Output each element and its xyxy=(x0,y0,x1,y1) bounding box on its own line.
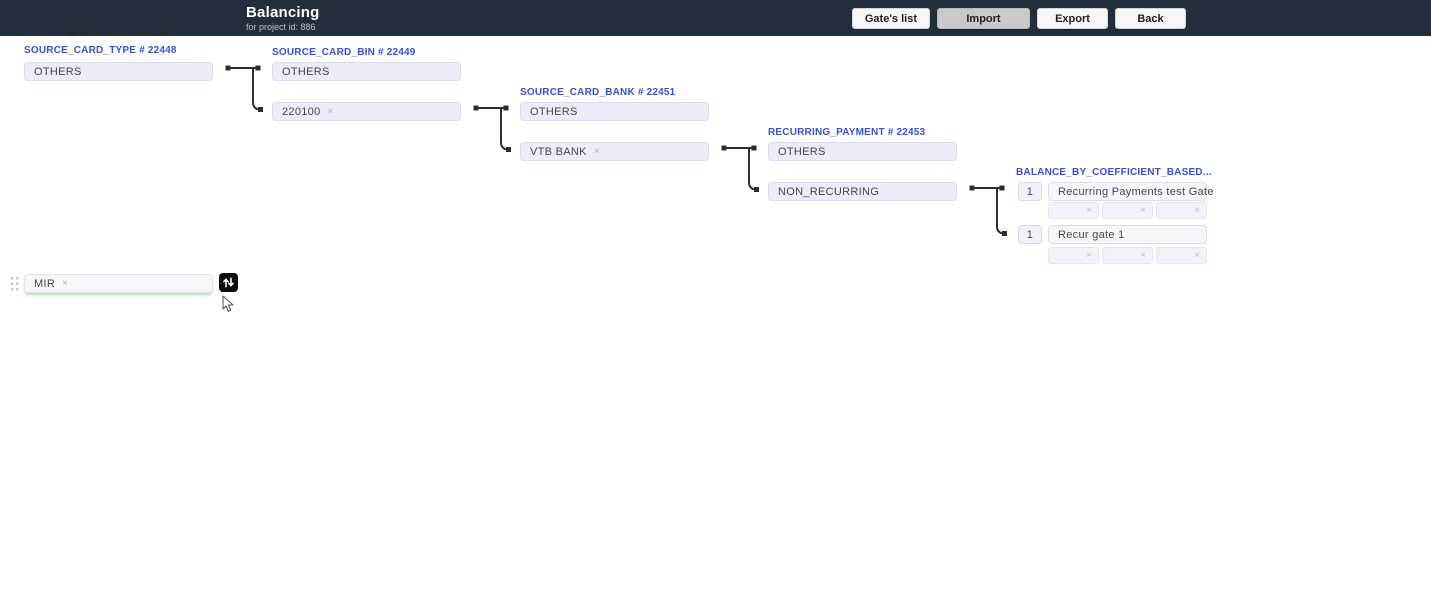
remove-icon[interactable]: × xyxy=(1194,205,1200,216)
remove-icon[interactable]: × xyxy=(1086,250,1092,261)
column-label-balance-by-coefficient: BALANCE_BY_COEFFICIENT_BASED... xyxy=(1016,167,1212,178)
node-source-card-bank-vtb[interactable]: VTB BANK × xyxy=(520,142,709,161)
back-button[interactable]: Back xyxy=(1115,8,1186,29)
gates-list-button[interactable]: Gate's list xyxy=(851,8,930,29)
remove-icon[interactable]: × xyxy=(62,277,69,289)
gate-subcell[interactable]: × xyxy=(1102,202,1153,219)
remove-icon[interactable]: × xyxy=(593,145,600,157)
remove-icon[interactable]: × xyxy=(1086,205,1092,216)
node-label: 220100 xyxy=(282,105,321,118)
gate-subcell[interactable]: × xyxy=(1048,202,1099,219)
header: Balancing for project id: 886 Gate's lis… xyxy=(0,0,1431,36)
remove-icon[interactable]: × xyxy=(1140,250,1146,261)
import-button[interactable]: Import xyxy=(937,8,1030,29)
node-source-card-type-others[interactable]: OTHERS xyxy=(24,62,213,81)
gate-subcell[interactable]: × xyxy=(1048,247,1099,264)
gate-name-recur-gate-1[interactable]: Recur gate 1 xyxy=(1048,225,1207,244)
node-label: OTHERS xyxy=(530,105,578,118)
node-label: OTHERS xyxy=(778,145,826,158)
remove-icon[interactable]: × xyxy=(1140,205,1146,216)
node-source-card-bank-others[interactable]: OTHERS xyxy=(520,102,709,121)
gate-name-label: Recurring Payments test Gate xyxy=(1058,185,1214,198)
header-buttons: Gate's list Import Export Back xyxy=(851,8,1186,29)
gate-name-recurring-payments-test-gate[interactable]: Recurring Payments test Gate xyxy=(1048,182,1213,201)
page-title: Balancing xyxy=(246,4,320,21)
balancing-canvas: SOURCE_CARD_TYPE # 22448 OTHERS SOURCE_C… xyxy=(0,36,1431,601)
remove-icon[interactable]: × xyxy=(327,105,334,117)
export-button[interactable]: Export xyxy=(1037,8,1108,29)
mouse-cursor xyxy=(222,295,234,312)
column-label-source-card-type: SOURCE_CARD_TYPE # 22448 xyxy=(24,45,177,56)
chip-mir[interactable]: MIR × xyxy=(24,274,213,293)
gate-subcell[interactable]: × xyxy=(1156,202,1207,219)
node-source-card-bin-220100[interactable]: 220100 × xyxy=(272,102,461,121)
connector-lines xyxy=(225,65,1007,236)
chip-label: MIR xyxy=(34,277,56,290)
column-label-recurring-payment: RECURRING_PAYMENT # 22453 xyxy=(768,127,926,138)
column-label-source-card-bank: SOURCE_CARD_BANK # 22451 xyxy=(520,87,676,98)
coefficient-value: 1 xyxy=(1026,228,1034,241)
gate-subcell[interactable]: × xyxy=(1156,247,1207,264)
node-recurring-payment-others[interactable]: OTHERS xyxy=(768,142,957,161)
node-label: OTHERS xyxy=(34,65,82,78)
node-label: NON_RECURRING xyxy=(778,185,880,198)
page-subtitle: for project id: 886 xyxy=(246,22,316,32)
node-label: OTHERS xyxy=(282,65,330,78)
node-source-card-bin-others[interactable]: OTHERS xyxy=(272,62,461,81)
drag-handle-icon[interactable] xyxy=(11,277,19,291)
coefficient-value: 1 xyxy=(1026,185,1034,198)
swap-button[interactable] xyxy=(219,273,238,292)
swap-arrows-icon xyxy=(223,277,234,288)
column-label-source-card-bin: SOURCE_CARD_BIN # 22449 xyxy=(272,47,416,58)
gate-coefficient-input[interactable]: 1 xyxy=(1018,182,1042,201)
node-label: VTB BANK xyxy=(530,145,587,158)
gate-coefficient-input[interactable]: 1 xyxy=(1018,225,1042,244)
page-title-group: Balancing for project id: 886 xyxy=(246,4,319,32)
node-recurring-payment-non-recurring[interactable]: NON_RECURRING xyxy=(768,182,957,201)
gate-subcell[interactable]: × xyxy=(1102,247,1153,264)
gate-name-label: Recur gate 1 xyxy=(1058,228,1125,241)
remove-icon[interactable]: × xyxy=(1194,250,1200,261)
